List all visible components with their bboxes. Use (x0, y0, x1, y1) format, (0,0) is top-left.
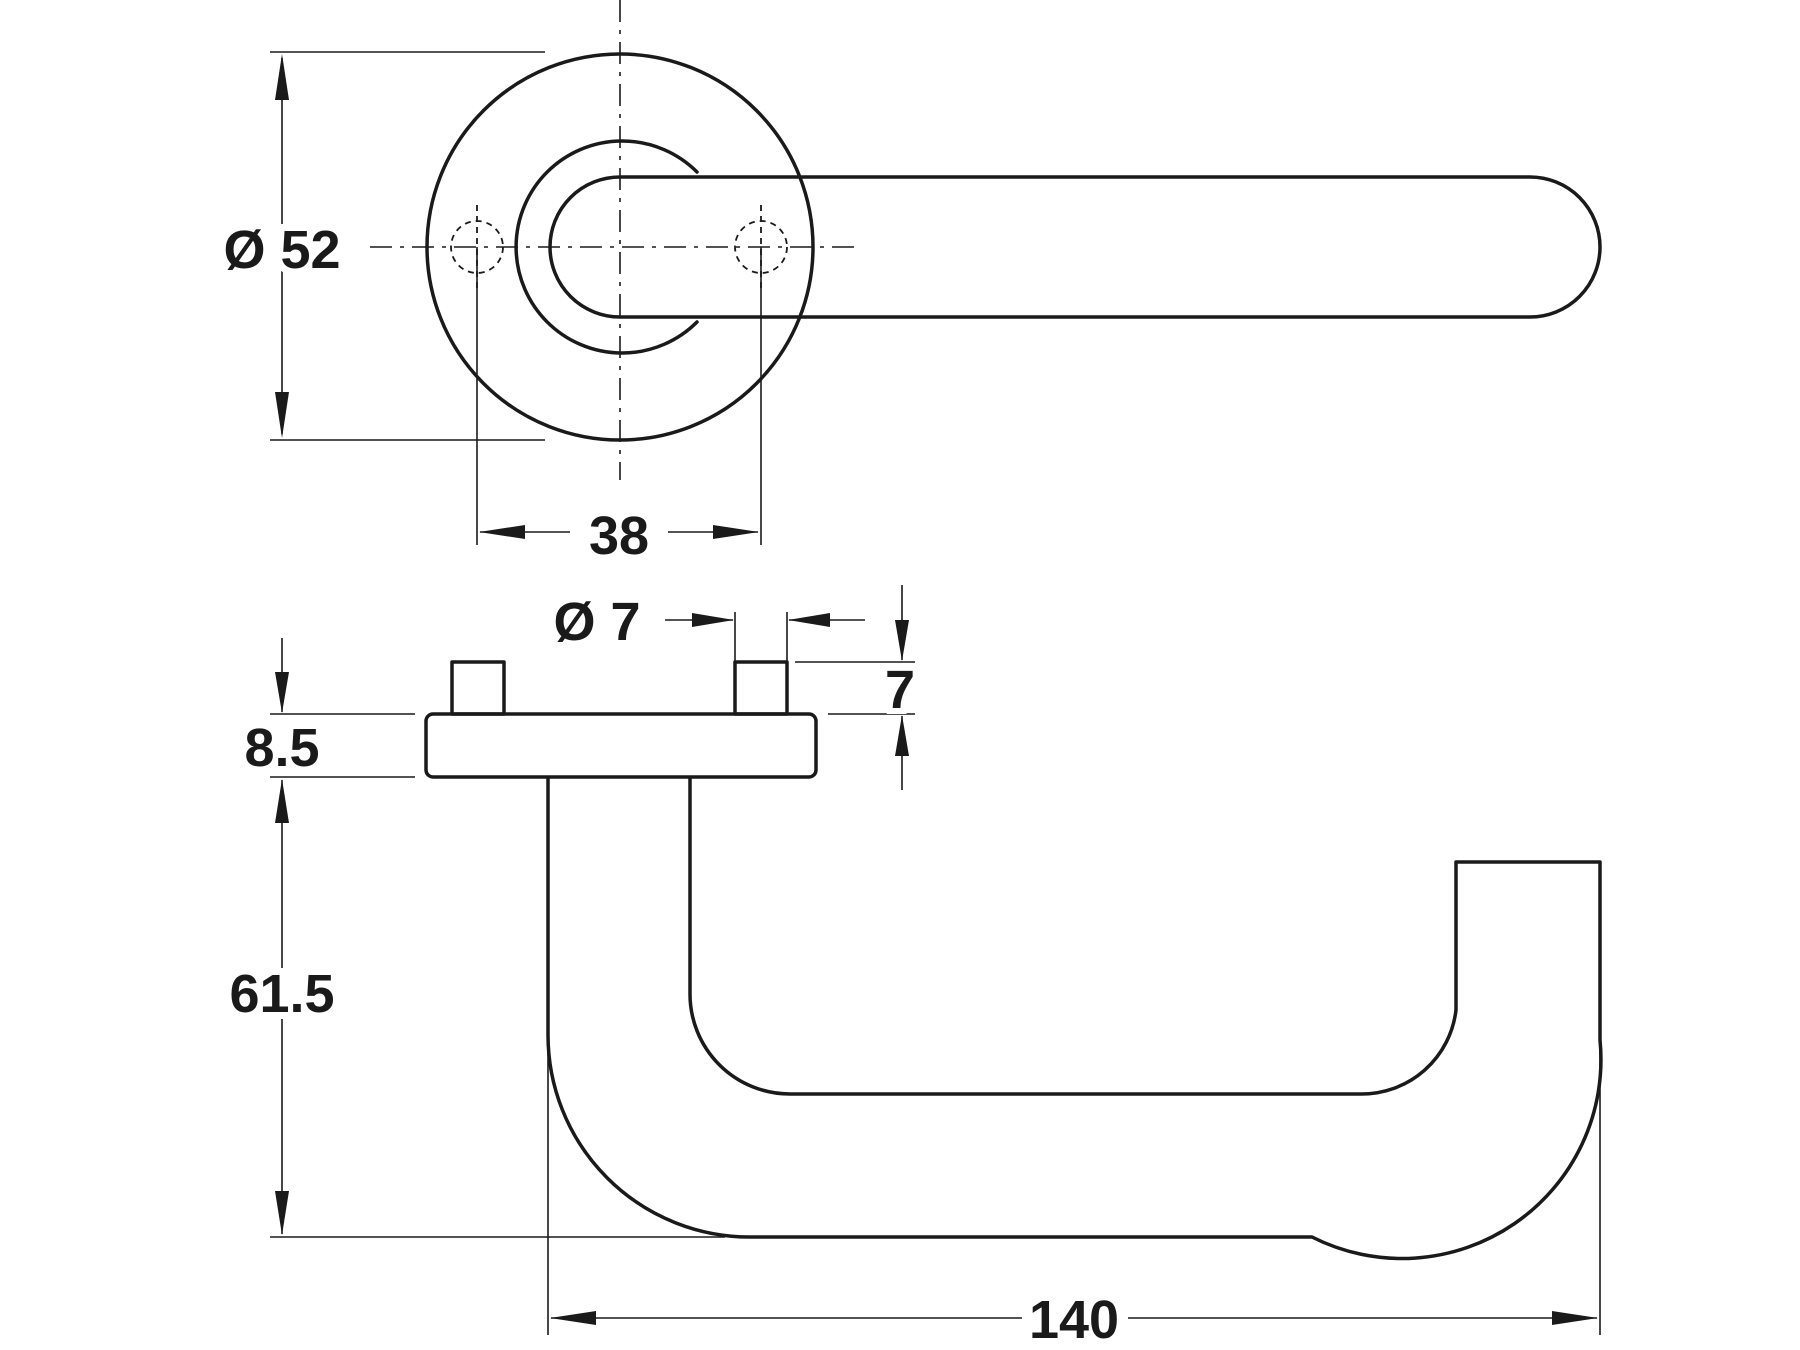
pin-diameter-label: Ø 7 (553, 592, 640, 652)
fixing-pin-right (733, 660, 789, 716)
rose-diameter-label: Ø 52 (223, 220, 340, 280)
screw-spacing-dimension (476, 247, 762, 545)
handle-length-dimension (547, 1050, 1601, 1335)
fixing-pin-left (450, 660, 506, 716)
handle-length-label: 140 (1029, 1290, 1119, 1350)
lever-side-profile (546, 776, 1603, 1261)
handle-height-label: 61.5 (229, 964, 334, 1024)
side-view: Ø 7 7 8.5 61.5 (222, 585, 1603, 1350)
handle-height-dimension (270, 779, 725, 1238)
rose-thickness-dimension (270, 638, 415, 778)
pin-height-dimension (795, 585, 915, 790)
pin-height-label: 7 (885, 660, 915, 720)
rose-plate (424, 712, 818, 779)
rose-thickness-label: 8.5 (244, 718, 319, 778)
screw-spacing-label: 38 (589, 506, 649, 566)
rose-diameter-dimension (270, 51, 545, 441)
top-view: Ø 52 38 (216, 0, 1602, 566)
lever-top-view (548, 175, 1602, 319)
pin-diameter-dimension (665, 612, 865, 662)
